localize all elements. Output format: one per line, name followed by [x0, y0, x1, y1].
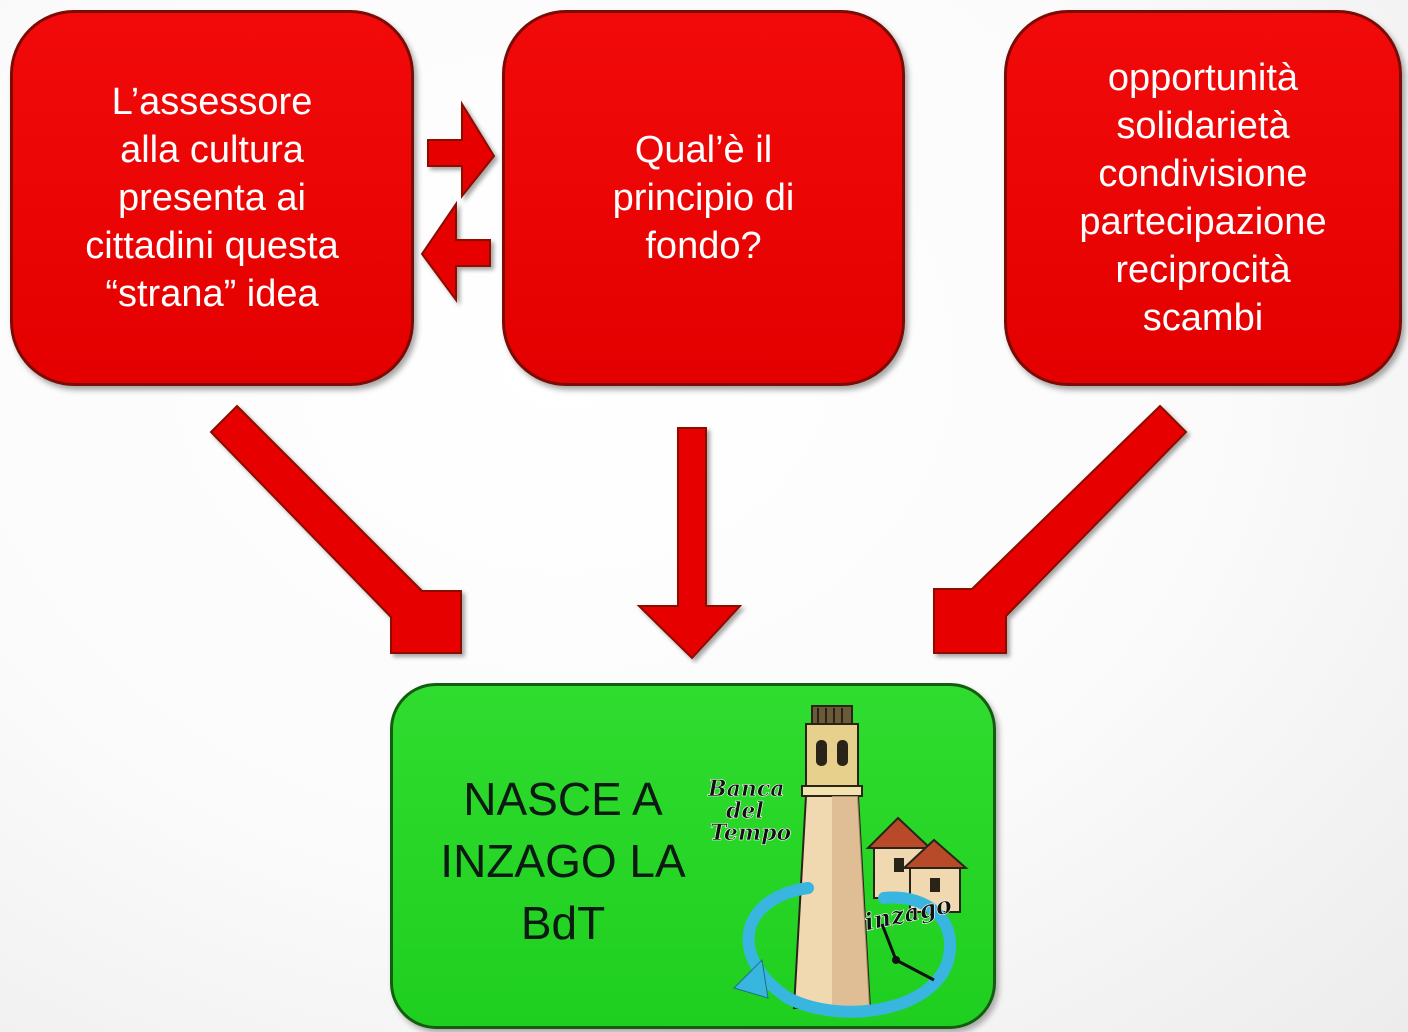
result-box: NASCE A INZAGO LA BdT: [390, 683, 996, 1029]
box-line: solidarietà: [1116, 105, 1290, 147]
box-line: principio di: [612, 177, 795, 219]
clock-hands-icon: [880, 923, 935, 982]
diagonal-down-right-arrow-icon: [209, 404, 462, 654]
values-text: opportunità solidarietà condivisione par…: [1079, 54, 1326, 342]
logo-text-del: del: [726, 798, 764, 824]
logo-text-banca: Banca: [707, 776, 785, 802]
box-line: fondo?: [645, 225, 762, 267]
box-line: cittadini questa: [85, 225, 339, 267]
swirl-arrow-icon: [742, 882, 957, 1018]
principio-text: Qual’è il principio di fondo?: [613, 126, 795, 270]
box-line: Qual’è il: [634, 129, 773, 171]
diagonal-down-left-arrow-icon: [933, 404, 1188, 654]
box-line: “strana” idea: [105, 273, 319, 315]
principio-box: Qual’è il principio di fondo?: [502, 10, 905, 386]
box-line: presenta ai: [117, 177, 306, 219]
right-arrow-icon: [427, 100, 496, 199]
box-line: L’assessore: [111, 81, 313, 123]
result-line: INZAGO LA: [440, 835, 686, 887]
assessore-box: L’assessore alla cultura presenta ai cit…: [10, 10, 414, 386]
tower-icon: [792, 705, 872, 1009]
box-line: condivisione: [1098, 153, 1308, 195]
box-line: opportunità: [1107, 57, 1299, 99]
logo-text-tempo: Tempo: [710, 820, 791, 846]
banca-del-tempo-logo: Banca del Tempo inzago: [707, 705, 969, 1018]
values-box: opportunità solidarietà condivisione par…: [1004, 10, 1402, 386]
box-line: reciprocità: [1115, 249, 1291, 291]
box-line: scambi: [1142, 297, 1264, 339]
left-arrow-icon: [420, 200, 491, 304]
result-line: NASCE A: [463, 773, 663, 825]
assessore-text: L’assessore alla cultura presenta ai cit…: [85, 78, 339, 318]
result-text: NASCE A INZAGO LA BdT: [413, 768, 713, 954]
box-line: alla cultura: [120, 129, 304, 171]
box-line: partecipazione: [1079, 201, 1327, 243]
down-arrow-icon: [636, 427, 743, 660]
result-line: BdT: [520, 897, 606, 949]
